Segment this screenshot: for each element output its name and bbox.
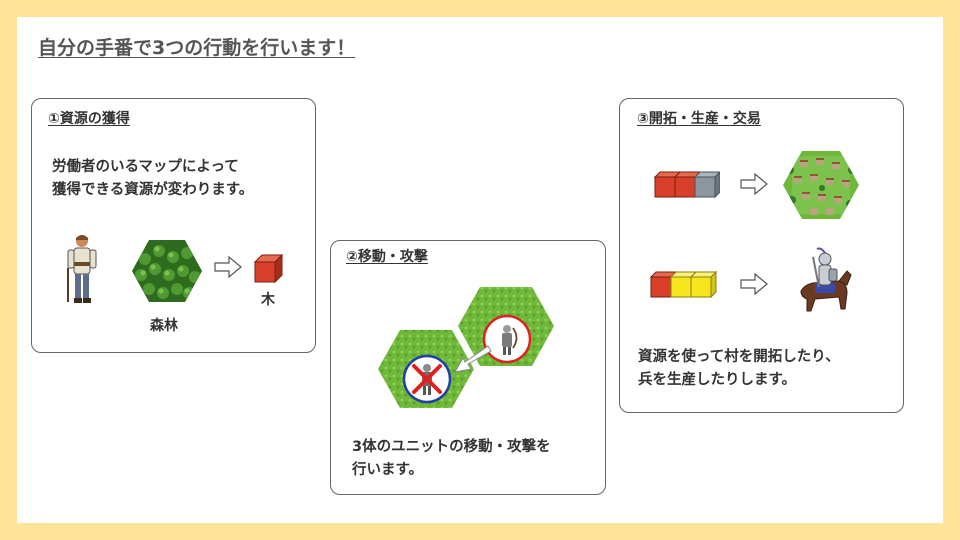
panel-text-line-2: 兵を生産したりします。 [638, 372, 797, 388]
panel-text-line-2: 獲得できる資源が変わります。 [52, 182, 254, 198]
slide: 自分の手番で3つの行動を行います！ ①資源の獲得 労働者のいるマップによって 獲… [17, 17, 943, 523]
panel-heading: ①資源の獲得 [48, 111, 130, 127]
arrow-icon [214, 256, 242, 278]
soldier-cost-cubes [650, 269, 718, 299]
village-cost-cubes [654, 169, 720, 199]
page-title: 自分の手番で3つの行動を行います！ [38, 37, 356, 59]
cavalry-soldier-icon [793, 247, 853, 319]
archer-unit-icon [482, 314, 532, 364]
panel-text-line-2: 行います。 [352, 462, 424, 478]
panel-resource-gain: ①資源の獲得 労働者のいるマップによって 獲得できる資源が変わります。 [31, 98, 316, 353]
panel-move-attack: ②移動・攻撃 [330, 240, 606, 495]
wood-label: 木 [261, 292, 275, 308]
wood-cube-icon [254, 254, 284, 284]
panel-heading: ②移動・攻撃 [346, 249, 428, 265]
panel-text-line-1: 3体のユニットの移動・攻撃を [352, 439, 551, 455]
panel-text-line-1: 労働者のいるマップによって [52, 159, 239, 175]
village-hex-icon [782, 150, 860, 220]
forest-label: 森林 [150, 318, 178, 334]
arrow-icon [740, 173, 768, 195]
forest-hex-icon [131, 239, 203, 303]
attack-arrow-icon [452, 345, 492, 375]
panel-text-line-1: 資源を使って村を開拓したり、 [638, 349, 840, 365]
arrow-icon [740, 273, 768, 295]
defeated-unit-icon [402, 354, 452, 404]
worker-icon [62, 232, 102, 306]
panel-develop-produce-trade: ③開拓・生産・交易 [619, 98, 904, 413]
panel-heading: ③開拓・生産・交易 [637, 111, 761, 127]
